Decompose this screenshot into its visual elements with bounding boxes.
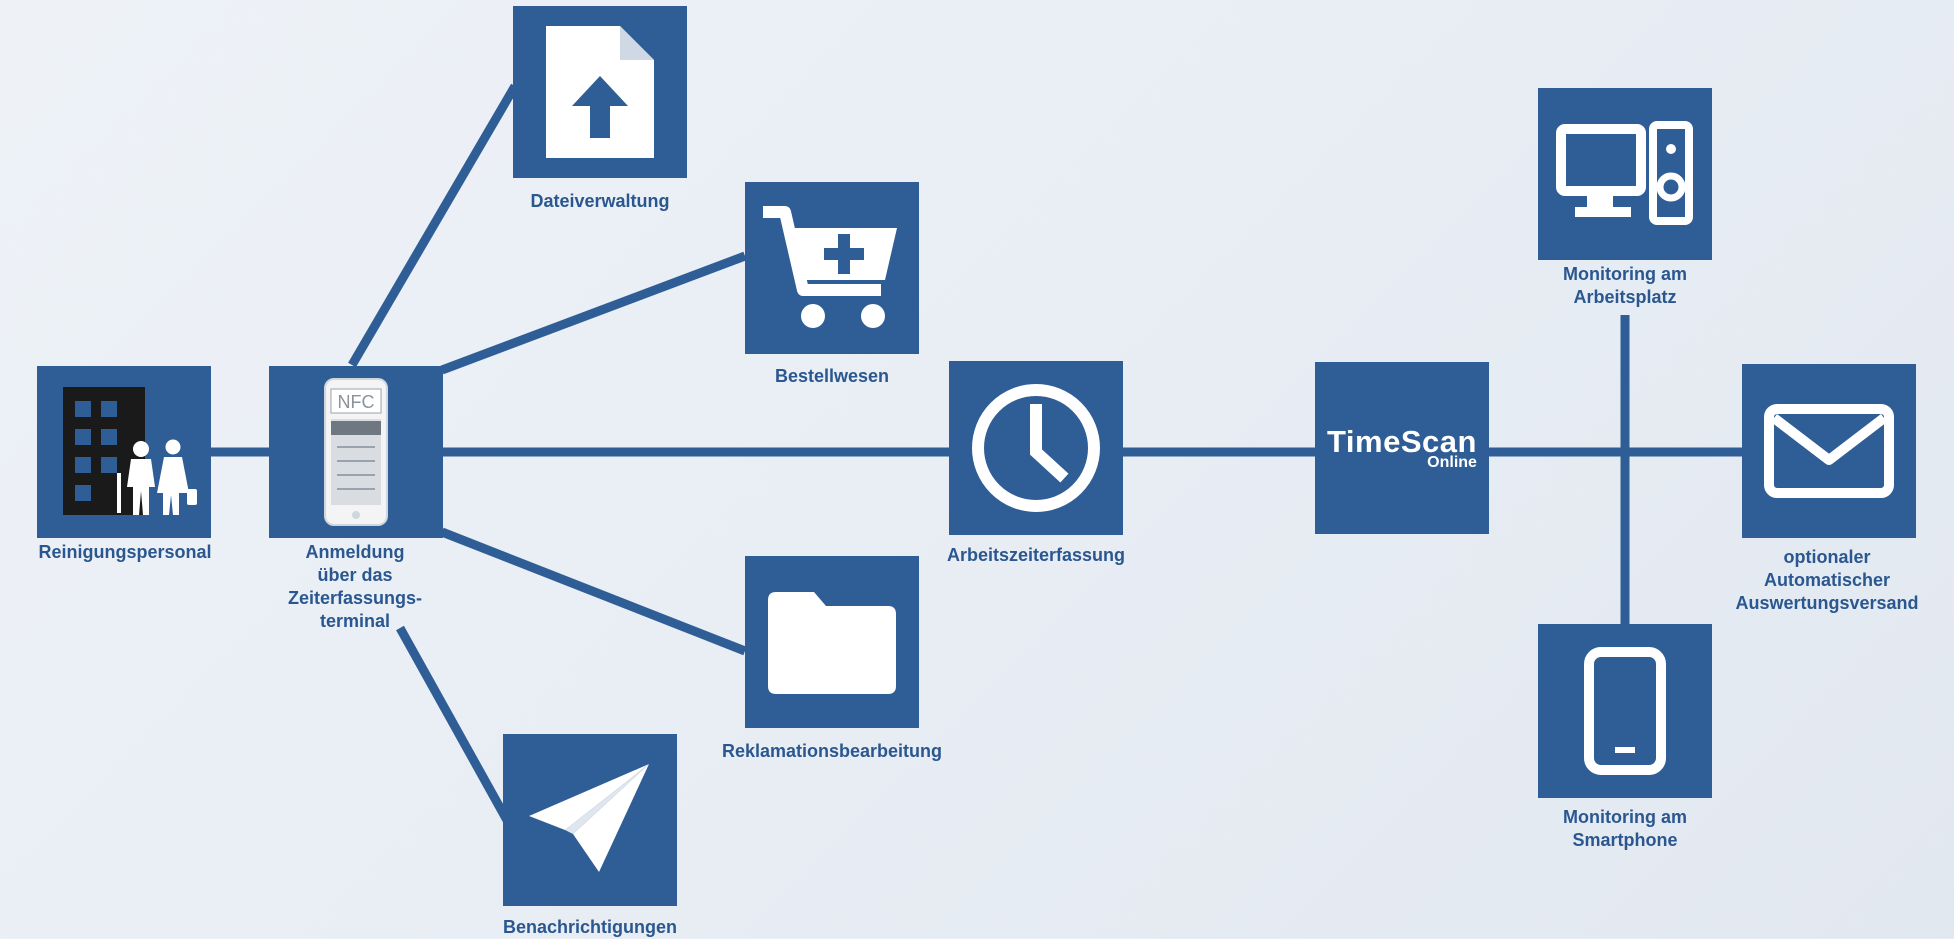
timescan-logo-line1: TimeScan	[1327, 423, 1477, 459]
line-terminal-reklamation	[440, 527, 747, 656]
building-cleaning-staff-icon	[63, 387, 197, 515]
nfc-screen-text: NFC	[338, 392, 375, 412]
reinigungspersonal-label: Reinigungspersonal	[38, 542, 212, 562]
arbeitszeiterfassung-node[interactable]	[949, 361, 1123, 535]
smartphone-icon	[1584, 647, 1666, 775]
benachrichtigungen-label: Benachrichtigungen	[502, 917, 677, 937]
monitoring-smartphone-label: Monitoring am Smartphone	[1563, 807, 1687, 850]
paper-plane-icon	[529, 764, 649, 872]
monitoring-arbeitsplatz-node[interactable]	[1538, 88, 1712, 260]
anmeldung-terminal-node[interactable]: NFC	[269, 366, 443, 538]
bestellwesen-label: Bestellwesen	[774, 366, 890, 386]
cart-plus-icon	[763, 206, 897, 328]
timescan-online-node[interactable]: TimeScan Online	[1315, 362, 1489, 534]
dateiverwaltung-label: Dateiverwaltung	[530, 191, 670, 211]
benachrichtigungen-node[interactable]	[503, 734, 677, 906]
monitoring-arbeitsplatz-label: Monitoring am Arbeitsplatz	[1563, 264, 1687, 307]
nfc-terminal-icon: NFC	[324, 378, 388, 526]
auswertungsversand-label: optionaler Automatischer Auswertungsvers…	[1735, 547, 1919, 613]
timescan-logo: TimeScan Online	[1327, 426, 1477, 471]
folder-icon	[768, 592, 896, 694]
file-upload-icon	[546, 26, 654, 158]
line-terminal-bestellwesen	[440, 251, 747, 375]
line-terminal-benachrichtigungen	[396, 625, 512, 825]
bestellwesen-node[interactable]	[745, 182, 919, 354]
arbeitszeiterfassung-label: Arbeitszeiterfassung	[946, 545, 1126, 565]
desktop-computer-icon	[1556, 121, 1693, 225]
anmeldung-label: Anmeldung über das Zeiterfassungs- termi…	[287, 542, 423, 631]
timescan-logo-line2: Online	[1427, 453, 1477, 471]
auswertungsversand-node[interactable]	[1742, 364, 1916, 538]
reklamationsbearbeitung-node[interactable]	[745, 556, 919, 728]
reinigungspersonal-node[interactable]	[37, 366, 211, 538]
dateiverwaltung-node[interactable]	[513, 6, 687, 178]
reklamationsbearbeitung-label: Reklamationsbearbeitung	[721, 741, 943, 761]
line-terminal-dateiverwaltung	[348, 83, 519, 368]
clock-icon	[972, 384, 1100, 512]
monitoring-smartphone-node[interactable]	[1538, 624, 1712, 798]
envelope-icon	[1764, 404, 1894, 498]
